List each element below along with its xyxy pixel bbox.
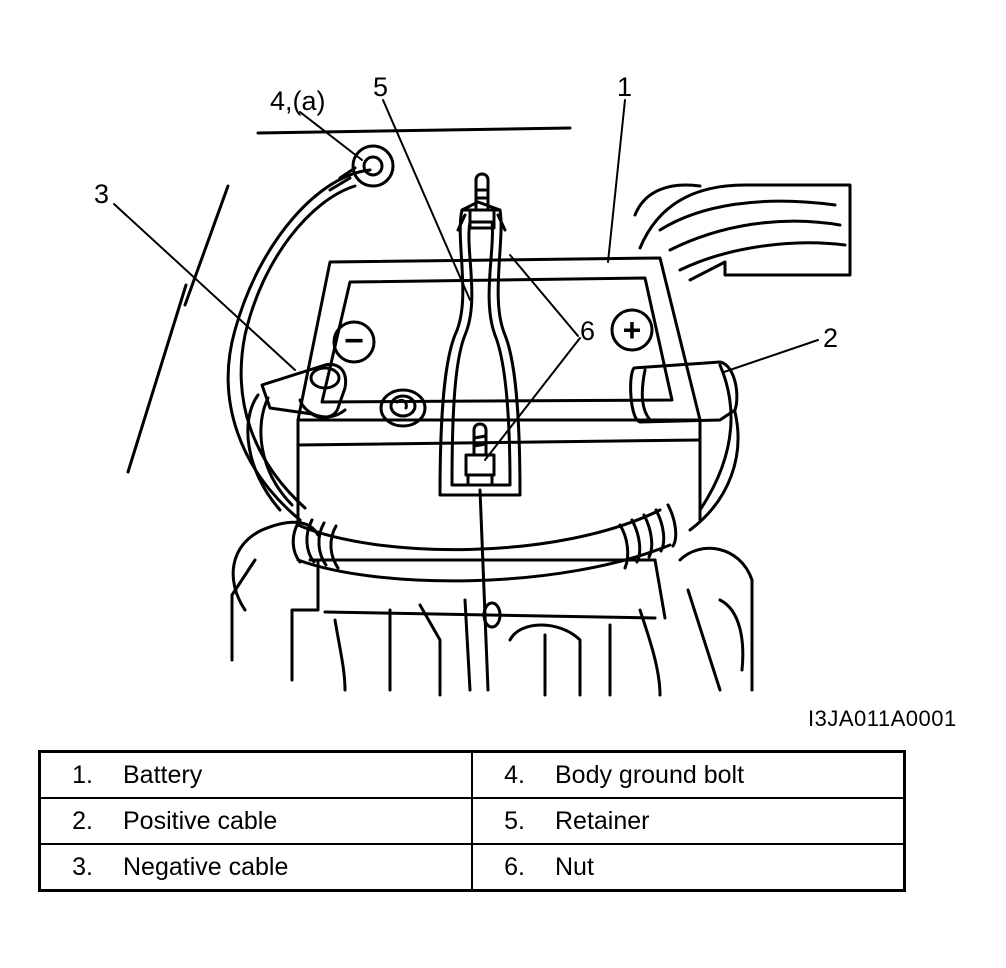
- legend-row: 1. Battery 4. Body ground bolt: [38, 750, 906, 799]
- background-parts: [633, 183, 852, 282]
- callout-5: 5: [373, 72, 388, 102]
- legend-item: 5. Retainer: [471, 797, 906, 845]
- legend-label: Negative cable: [123, 852, 289, 881]
- negative-cable: [226, 168, 372, 522]
- parts-legend: 1. Battery 4. Body ground bolt 2. Positive …: [38, 750, 906, 892]
- legend-label: Nut: [555, 852, 594, 881]
- legend-num: 6.: [504, 852, 525, 881]
- legend-label: Positive cable: [123, 806, 278, 835]
- leader-2: [723, 339, 819, 373]
- legend-num: 2.: [72, 806, 93, 835]
- legend-item: 2. Positive cable: [38, 797, 473, 845]
- legend-item: 1. Battery: [38, 750, 473, 799]
- legend-num: 1.: [72, 760, 93, 789]
- leader-4: [299, 111, 363, 161]
- callout-2: 2: [823, 323, 838, 353]
- legend-row: 3. Negative cable 6. Nut: [38, 843, 906, 892]
- callout-6: 6: [580, 316, 595, 346]
- legend-label: Battery: [123, 760, 203, 789]
- negative-symbol: −: [332, 320, 376, 364]
- leader-5: [382, 99, 471, 301]
- negative-sign: −: [344, 322, 364, 360]
- leader-3: [113, 203, 296, 371]
- retainer: [438, 200, 522, 497]
- cable-sleeve: [291, 503, 678, 583]
- body-ground-bolt: [328, 144, 395, 192]
- legend-num: 3.: [72, 852, 93, 881]
- lower-parts: [230, 520, 754, 697]
- legend-num: 4.: [504, 760, 525, 789]
- retainer-nuts: [464, 172, 496, 487]
- legend-item: 3. Negative cable: [38, 843, 473, 892]
- legend-label: Retainer: [555, 806, 650, 835]
- callout-4: 4,(a): [270, 86, 326, 116]
- leader-lines: [113, 99, 819, 461]
- positive-cable: [629, 360, 740, 532]
- figure-code: I3JA011A0001: [808, 706, 957, 731]
- legend-item: 4. Body ground bolt: [471, 750, 906, 799]
- positive-symbol: +: [610, 308, 654, 352]
- body-panel-lines: [126, 126, 572, 474]
- leader-6a: [509, 254, 579, 337]
- callout-3: 3: [94, 179, 109, 209]
- battery-installation-diagram: − +: [94, 72, 852, 697]
- leader-1: [607, 99, 626, 263]
- leader-6b: [484, 337, 581, 461]
- legend-num: 5.: [504, 806, 525, 835]
- legend-label: Body ground bolt: [555, 760, 745, 789]
- legend-row: 2. Positive cable 5. Retainer: [38, 797, 906, 845]
- positive-sign: +: [623, 312, 642, 348]
- legend-item: 6. Nut: [471, 843, 906, 892]
- callout-1: 1: [617, 72, 632, 102]
